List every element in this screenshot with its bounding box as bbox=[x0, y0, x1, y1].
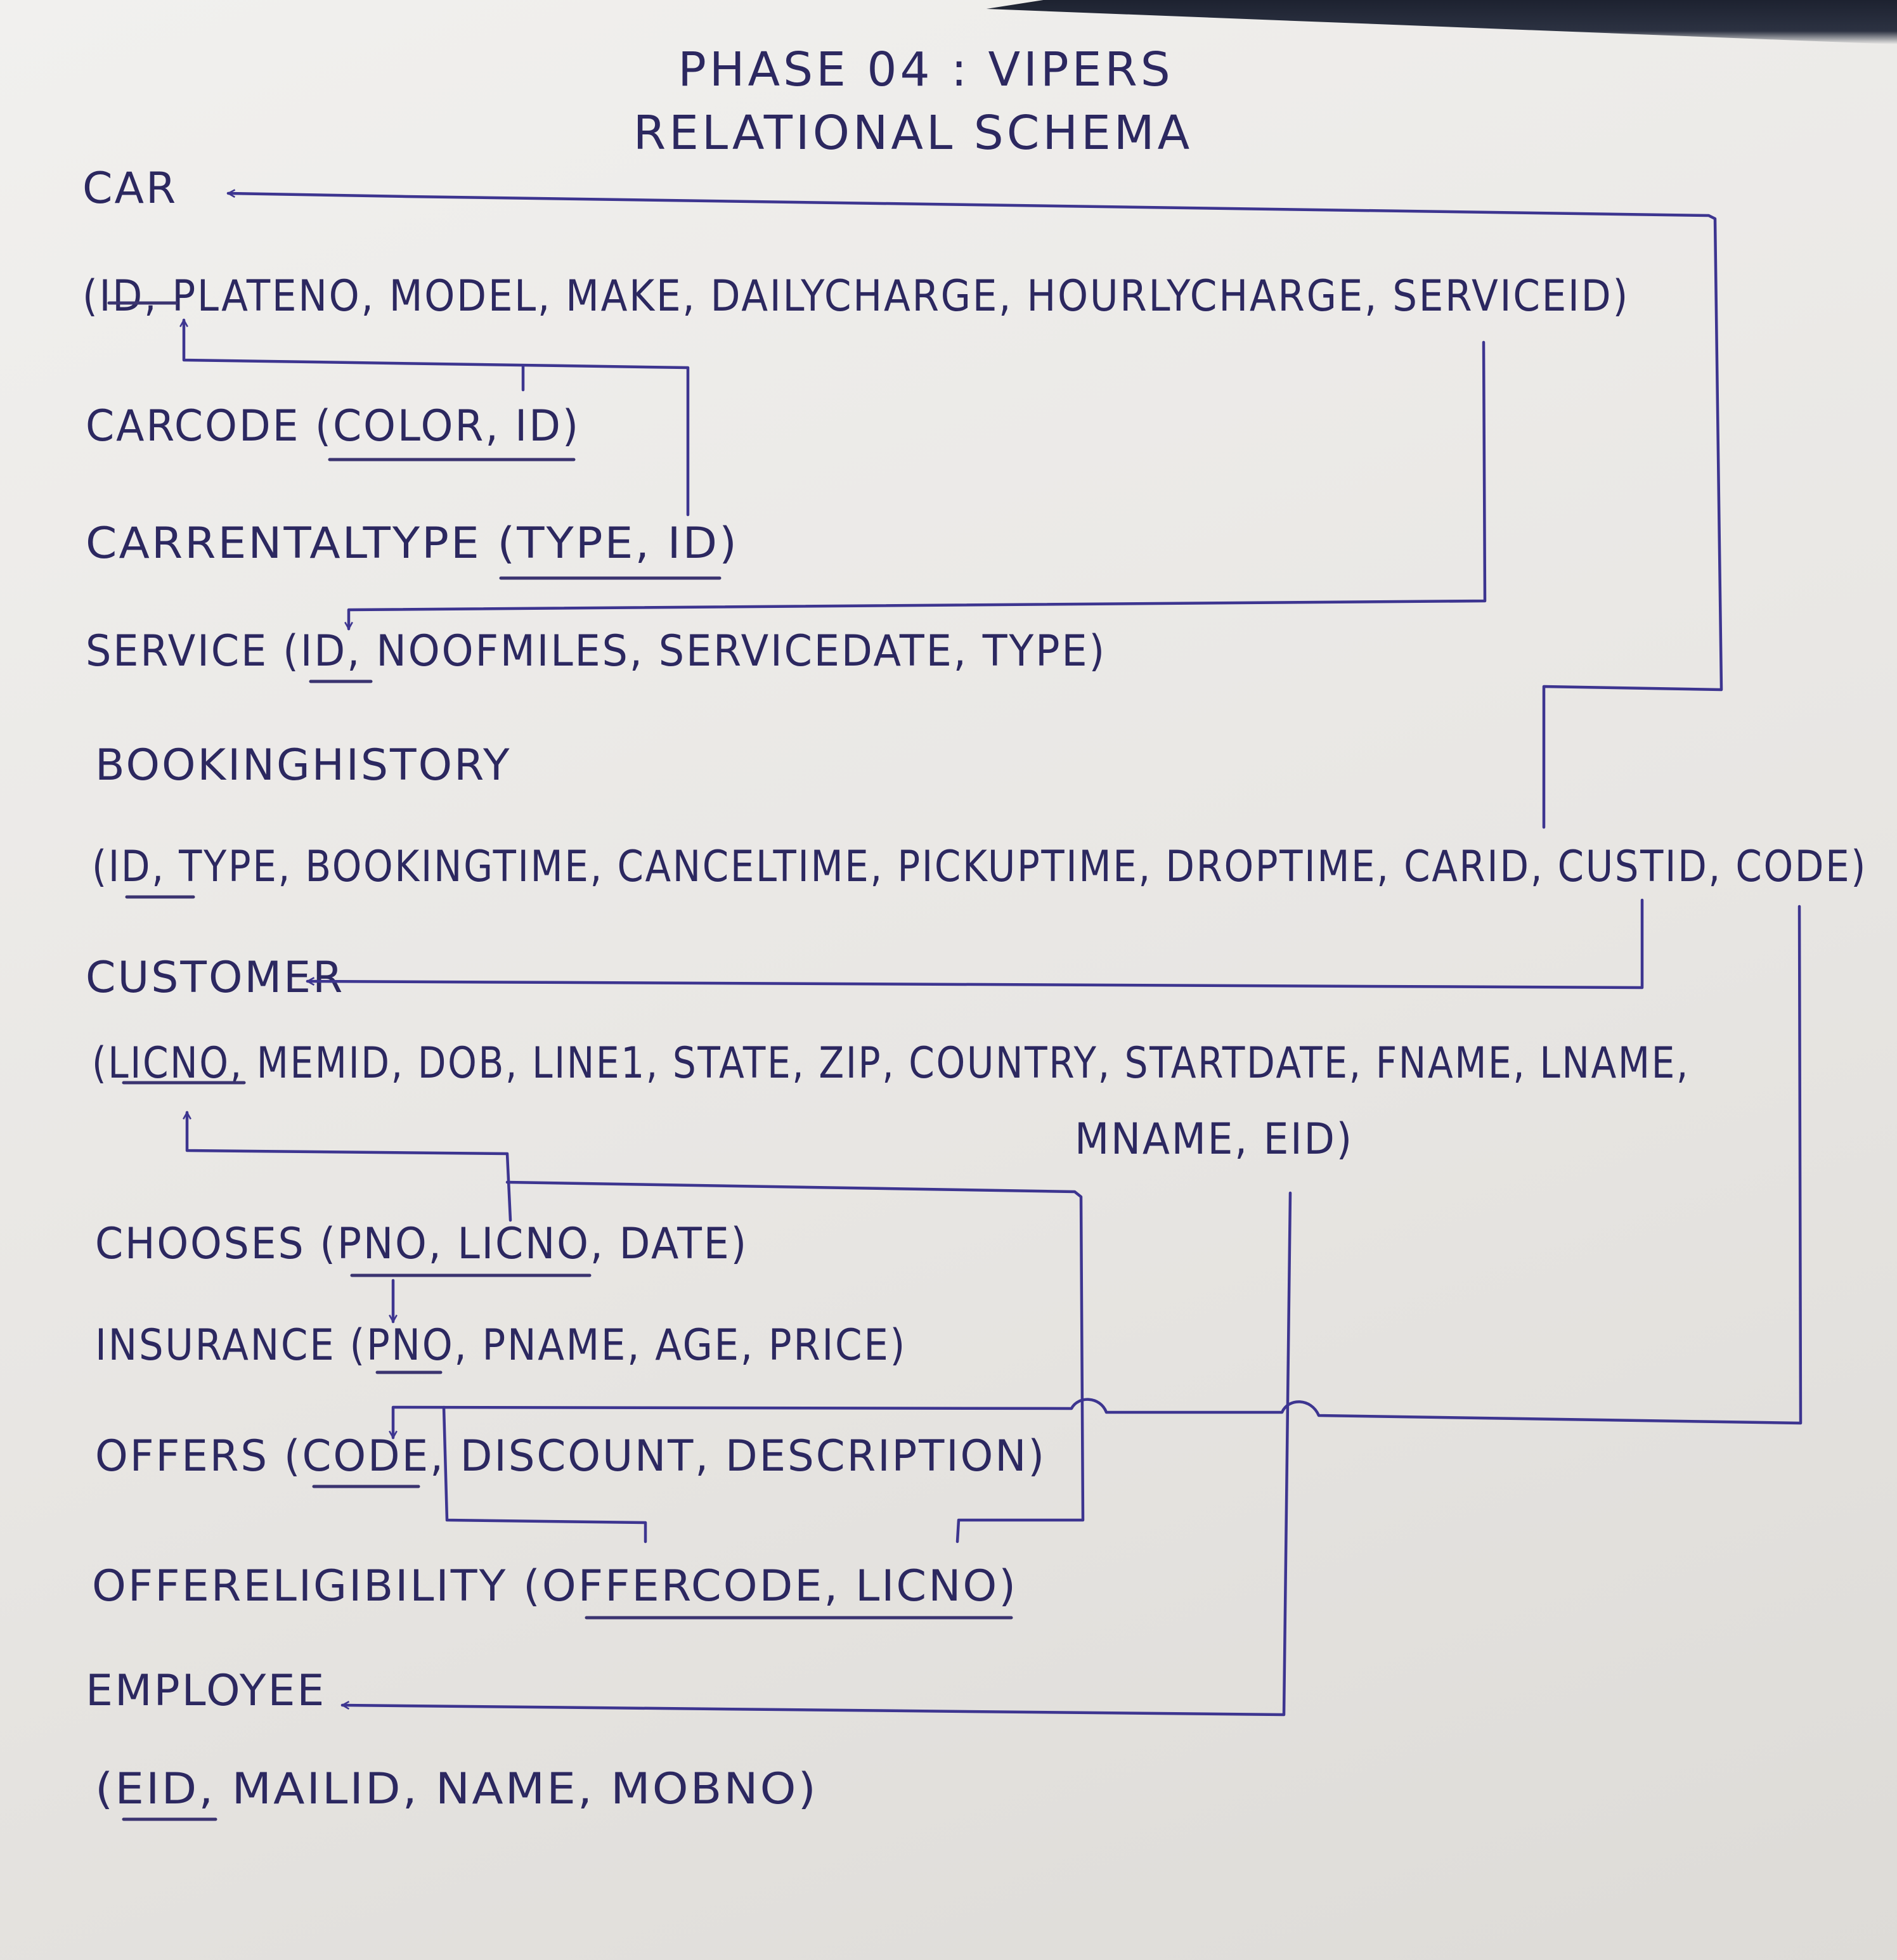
employee-table-attrs: (EID, MAILID, NAME, MOBNO) bbox=[95, 1764, 818, 1814]
fk-serviceid-to-service bbox=[349, 340, 1487, 629]
fk-code-to-offers bbox=[393, 905, 1803, 1438]
fk-offercode-to-offers bbox=[442, 1405, 647, 1544]
customer-table-attrs-line-2: MNAME, EID) bbox=[1075, 1114, 1354, 1164]
insurance-table-def: INSURANCE (PNO, PNAME, AGE, PRICE) bbox=[95, 1320, 907, 1370]
customer-table-attrs-line-1: (LICNO, MEMID, DOB, LINE1, STATE, ZIP, C… bbox=[92, 1038, 1690, 1088]
fk-custid-to-customer bbox=[308, 898, 1644, 990]
fk-eligibility-licno-to-customer bbox=[505, 1180, 1085, 1544]
bookinghistory-table-attrs: (ID, TYPE, BOOKINGTIME, CANCELTIME, PICK… bbox=[92, 842, 1867, 892]
title-line-2: RELATIONAL SCHEMA bbox=[633, 106, 1193, 160]
title-line-1: PHASE 04 : VIPERS bbox=[678, 42, 1174, 97]
customer-table-name: CUSTOMER bbox=[86, 953, 344, 1003]
bookinghistory-table-name: BOOKINGHISTORY bbox=[95, 740, 512, 790]
chooses-table-def: CHOOSES (PNO, LICNO, DATE) bbox=[95, 1219, 748, 1269]
offereligibility-table-def: OFFERELIGIBILITY (OFFERCODE, LICNO) bbox=[92, 1561, 1018, 1611]
fk-chooses-licno-to-customer bbox=[187, 1112, 512, 1222]
employee-table-name: EMPLOYEE bbox=[86, 1666, 326, 1716]
offers-table-def: OFFERS (CODE, DISCOUNT, DESCRIPTION) bbox=[95, 1431, 1046, 1481]
service-table-def: SERVICE (ID, NOOFMILES, SERVICEDATE, TYP… bbox=[86, 626, 1106, 676]
fk-carid-to-car bbox=[228, 193, 1723, 829]
carrentaltype-table-def: CARRENTALTYPE (TYPE, ID) bbox=[86, 519, 739, 569]
car-table-name: CAR bbox=[82, 164, 178, 214]
carcode-table-def: CARCODE (COLOR, ID) bbox=[86, 401, 580, 451]
fk-eid-to-employee bbox=[342, 1191, 1292, 1717]
fk-carrentaltype-to-car bbox=[184, 320, 690, 517]
car-table-attrs: (ID, PLATENO, MODEL, MAKE, DAILYCHARGE, … bbox=[82, 271, 1629, 321]
